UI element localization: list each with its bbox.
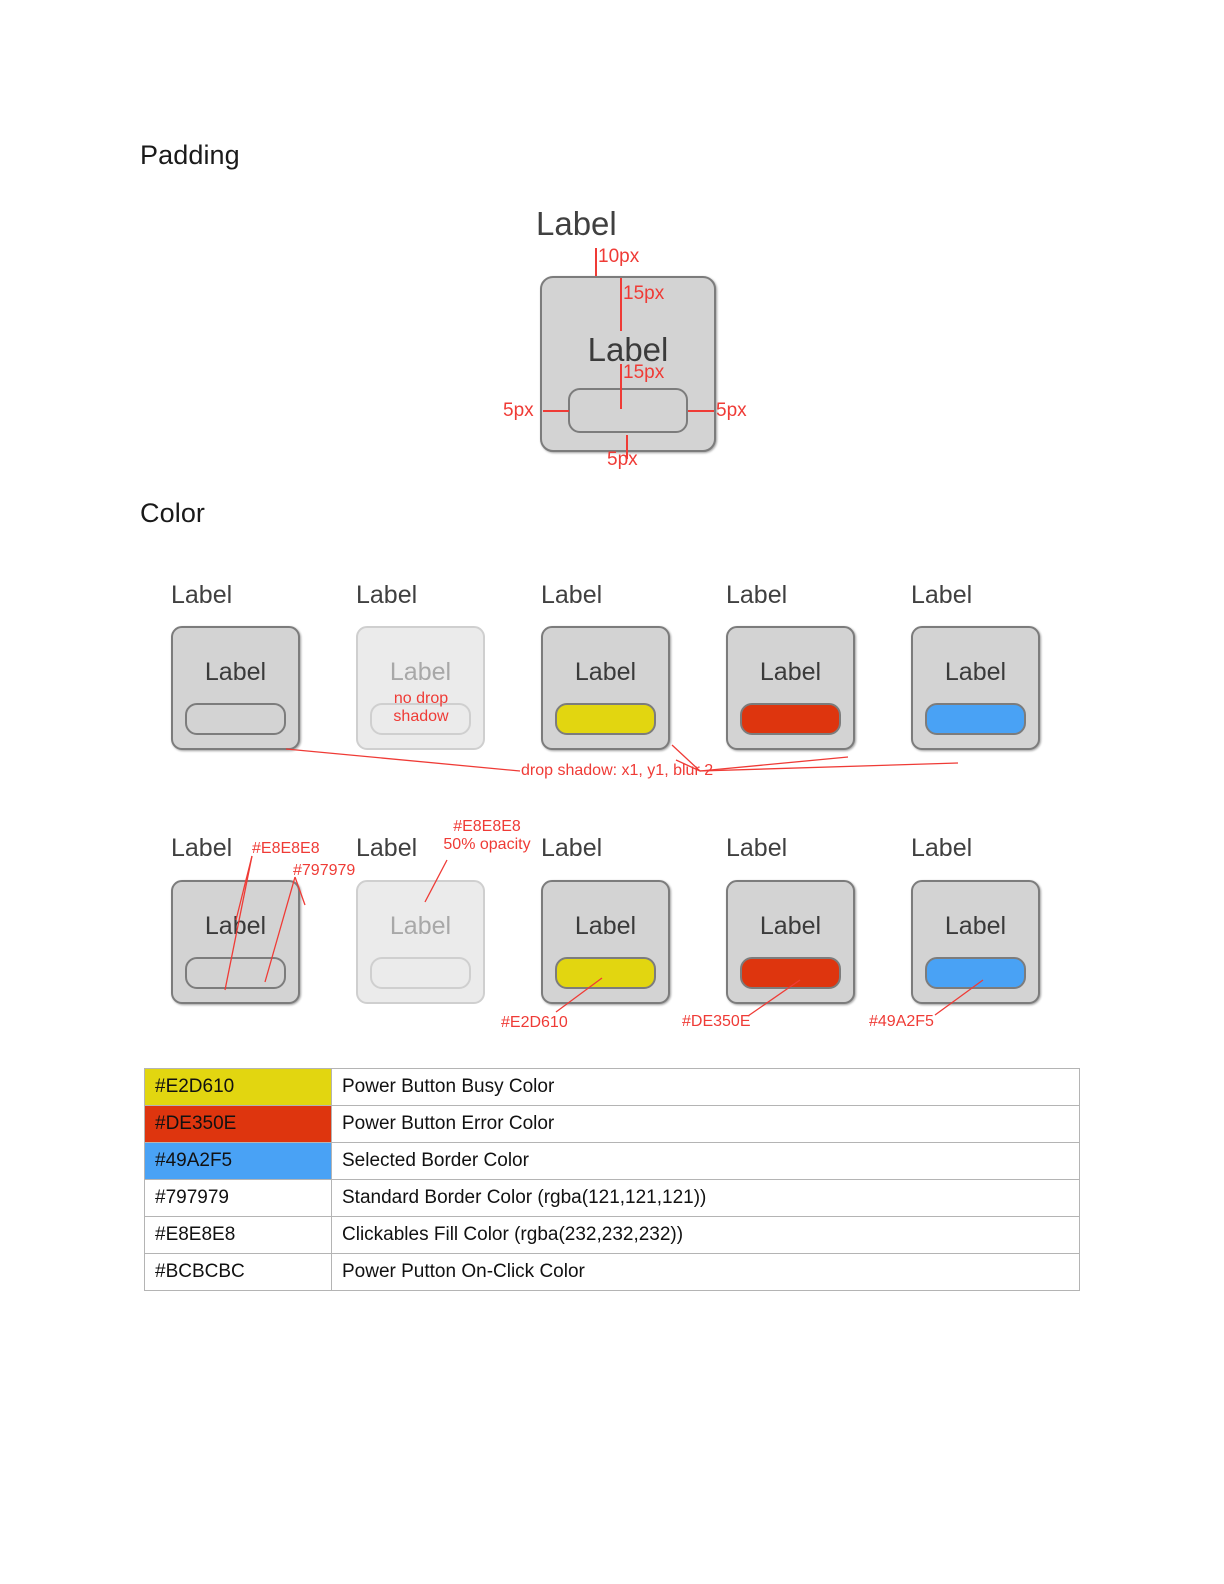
top-label: Label [171,834,233,862]
annotation-disabled-fill-line2: 50% opacity [443,835,531,853]
top-label: Label [356,834,418,862]
color-reference-table: #E2D610 Power Button Busy Color #DE350E … [144,1068,1080,1291]
section-heading-color: Color [140,498,206,528]
card-label: Label [574,658,637,686]
top-label: Label [541,834,603,862]
power-pill-default[interactable] [185,703,286,735]
annotation-no-drop-shadow-line1: no drop [393,690,449,707]
table-row: #BCBCBC Power Putton On-Click Color [144,1253,1080,1291]
table-row: #49A2F5 Selected Border Color [144,1142,1080,1180]
annotation-disabled-fill-line1: #E8E8E8 [453,818,521,835]
power-pill-error[interactable] [740,703,841,735]
annotation-no-drop-shadow: no drop shadow [376,690,466,726]
card-label: Label [204,658,267,686]
top-label: Label [911,581,973,609]
table-row: #E2D610 Power Button Busy Color [144,1068,1080,1106]
color-hex-cell: #BCBCBC [144,1253,332,1291]
table-row: #E8E8E8 Clickables Fill Color (rgba(232,… [144,1216,1080,1254]
top-label: Label [726,834,788,862]
padding-outer-label: Label [536,205,617,242]
card-label: Label [944,658,1007,686]
color-description-cell: Clickables Fill Color (rgba(232,232,232)… [331,1216,1080,1254]
annotation-selected-hex: #49A2F5 [869,1013,934,1030]
color-description-cell: Power Putton On-Click Color [331,1253,1080,1291]
demo-card-busy[interactable]: Label [541,626,670,750]
top-label: Label [911,834,973,862]
padding-diagram: Label Label 10px 15px 15px 5px 5px 5px [0,0,1224,500]
padding-card-pill[interactable] [568,388,688,433]
dim-text-pill-right: 5px [716,400,747,421]
color-hex-cell: #DE350E [144,1105,332,1143]
annotation-border-hex: #797979 [293,862,356,879]
color-hex-cell: #E8E8E8 [144,1216,332,1254]
dim-line-card-top-to-label [620,278,622,331]
dim-text-pill-bottom: 5px [607,449,638,470]
section-heading-padding: Padding [140,140,240,170]
top-label: Label [726,581,788,609]
dim-text-label-to-card: 10px [598,246,640,267]
top-label: Label [541,581,603,609]
annotation-drop-shadow: drop shadow: x1, y1, blur 2 [521,762,714,779]
power-pill-error-2[interactable] [740,957,841,989]
color-hex-cell: #797979 [144,1179,332,1217]
annotation-disabled-fill: #E8E8E8 50% opacity [432,818,542,854]
dim-line-pill-right [688,410,714,412]
power-pill-default-2[interactable] [185,957,286,989]
power-pill-disabled[interactable] [370,703,471,735]
top-label: Label [356,581,418,609]
demo-card-disabled-2[interactable]: Label [356,880,485,1004]
demo-card-default-2[interactable]: Label [171,880,300,1004]
card-label: Label [944,912,1007,940]
power-pill-busy-2[interactable] [555,957,656,989]
card-label: Label [389,658,452,686]
color-hex-cell: #E2D610 [144,1068,332,1106]
demo-card-selected-2[interactable]: Label [911,880,1040,1004]
color-hex-cell: #49A2F5 [144,1142,332,1180]
demo-card-disabled[interactable]: Label [356,626,485,750]
color-description-cell: Power Button Error Color [331,1105,1080,1143]
annotation-busy-hex: #E2D610 [501,1014,568,1031]
card-label: Label [759,658,822,686]
color-description-cell: Power Button Busy Color [331,1068,1080,1106]
annotation-error-hex: #DE350E [682,1013,751,1030]
card-label: Label [759,912,822,940]
annotation-no-drop-shadow-line2: shadow [393,707,449,725]
dim-line-label-to-pill [620,364,622,409]
top-label: Label [171,581,233,609]
dim-text-pill-left: 5px [503,400,534,421]
annotation-fill-hex: #E8E8E8 [252,840,320,857]
card-label: Label [389,912,452,940]
card-label: Label [204,912,267,940]
demo-card-error-2[interactable]: Label [726,880,855,1004]
demo-card-error[interactable]: Label [726,626,855,750]
dim-text-label-to-pill: 15px [623,362,665,383]
color-description-cell: Selected Border Color [331,1142,1080,1180]
dim-line-pill-left [543,410,569,412]
table-row: #DE350E Power Button Error Color [144,1105,1080,1143]
dim-text-card-top-to-label: 15px [623,283,665,304]
power-pill-selected[interactable] [925,703,1026,735]
padding-card-label: Label [587,331,669,368]
dim-line-pill-bottom [626,435,628,459]
power-pill-selected-2[interactable] [925,957,1026,989]
table-row: #797979 Standard Border Color (rgba(121,… [144,1179,1080,1217]
dim-line-label-to-card [595,248,597,276]
color-description-cell: Standard Border Color (rgba(121,121,121)… [331,1179,1080,1217]
demo-card-default[interactable]: Label [171,626,300,750]
card-label: Label [574,912,637,940]
padding-demo-card[interactable]: Label [540,276,716,452]
color-table-body: #E2D610 Power Button Busy Color #DE350E … [144,1068,1080,1291]
demo-card-busy-2[interactable]: Label [541,880,670,1004]
power-pill-busy[interactable] [555,703,656,735]
demo-card-selected[interactable]: Label [911,626,1040,750]
power-pill-disabled-2[interactable] [370,957,471,989]
